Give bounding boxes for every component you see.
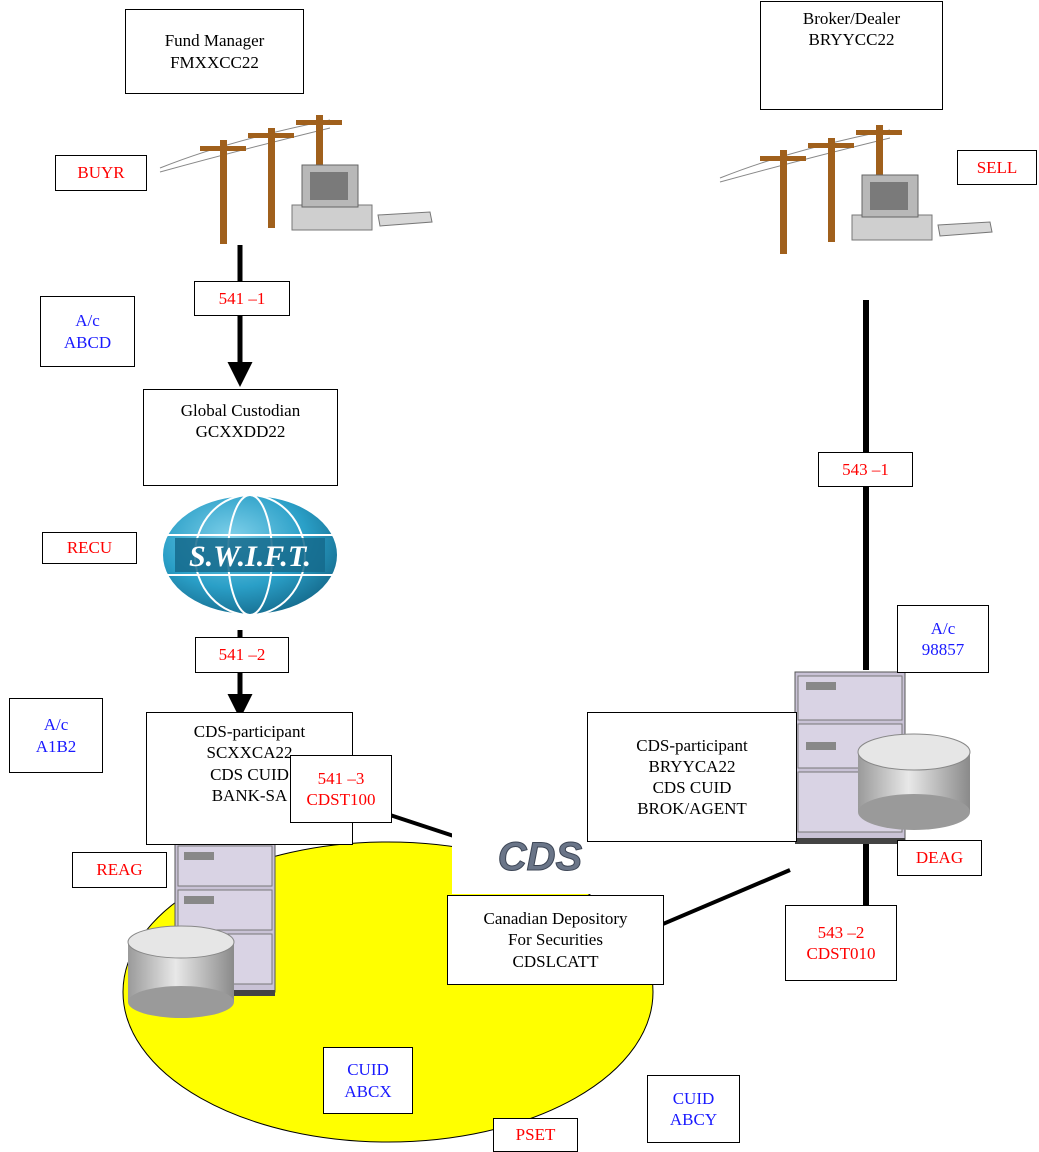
server-icon-right <box>795 672 970 844</box>
message-541-3-ref: CDST100 <box>307 789 376 810</box>
cuid-abcy-label: CUID <box>673 1088 715 1109</box>
cds-participant-right-bic: BRYYCA22 <box>649 756 736 777</box>
broker-dealer-box: Broker/Dealer BRYYCC22 <box>760 1 943 110</box>
depository-box: Canadian Depository For Securities CDSLC… <box>447 895 664 985</box>
message-543-1: 543 –1 <box>818 452 913 487</box>
qualifier-sell-text: SELL <box>977 157 1018 178</box>
account-a1b2-label: A/c <box>44 714 69 735</box>
qualifier-buyr: BUYR <box>55 155 147 191</box>
swift-logo-icon: S.W.I.F.T. <box>162 495 338 615</box>
account-98857-label: A/c <box>931 618 956 639</box>
message-541-1-text: 541 –1 <box>219 288 266 309</box>
message-541-2: 541 –2 <box>195 637 289 673</box>
message-541-2-text: 541 –2 <box>219 644 266 665</box>
cds-participant-left-title: CDS-participant <box>194 721 305 742</box>
account-a1b2-value: A1B2 <box>36 736 77 757</box>
account-98857: A/c 98857 <box>897 605 989 673</box>
broker-dealer-title: Broker/Dealer <box>803 8 900 29</box>
message-543-1-text: 543 –1 <box>842 459 889 480</box>
account-a1b2: A/c A1B2 <box>9 698 103 773</box>
qualifier-pset: PSET <box>493 1118 578 1152</box>
cuid-abcy-value: ABCY <box>670 1109 717 1130</box>
qualifier-recu: RECU <box>42 532 137 564</box>
global-custodian-bic: GCXXDD22 <box>196 421 286 442</box>
network-terminal-icon-right <box>720 125 992 254</box>
account-abcd: A/c ABCD <box>40 296 135 367</box>
global-custodian-box: Global Custodian GCXXDD22 <box>143 389 338 486</box>
account-98857-value: 98857 <box>922 639 965 660</box>
swift-logo-text: S.W.I.F.T. <box>189 540 311 573</box>
fund-manager-box: Fund Manager FMXXCC22 <box>125 9 304 94</box>
message-543-2-ref: CDST010 <box>807 943 876 964</box>
depository-line2: For Securities <box>508 929 603 950</box>
cuid-abcy: CUID ABCY <box>647 1075 740 1143</box>
account-abcd-label: A/c <box>75 310 100 331</box>
account-abcd-value: ABCD <box>64 332 111 353</box>
qualifier-reag: REAG <box>72 852 167 888</box>
global-custodian-title: Global Custodian <box>181 400 300 421</box>
message-541-3-code: 541 –3 <box>318 768 365 789</box>
qualifier-deag-text: DEAG <box>916 847 963 868</box>
fund-manager-bic: FMXXCC22 <box>170 52 259 73</box>
cds-participant-right-cuid-label: CDS CUID <box>653 777 732 798</box>
cuid-abcx-value: ABCX <box>344 1081 391 1102</box>
fund-manager-title: Fund Manager <box>165 30 265 51</box>
message-541-1: 541 –1 <box>194 281 290 316</box>
cds-participant-left-bic: SCXXCA22 <box>207 742 293 763</box>
broker-dealer-bic: BRYYCC22 <box>809 29 895 50</box>
cuid-abcx: CUID ABCX <box>323 1047 413 1114</box>
qualifier-buyr-text: BUYR <box>77 162 124 183</box>
qualifier-deag: DEAG <box>897 840 982 876</box>
cds-participant-right-cuid: BROK/AGENT <box>637 798 747 819</box>
message-541-3: 541 –3 CDST100 <box>290 755 392 823</box>
qualifier-reag-text: REAG <box>96 859 142 880</box>
message-543-2-code: 543 –2 <box>818 922 865 943</box>
cuid-abcx-label: CUID <box>347 1059 389 1080</box>
depository-line1: Canadian Depository <box>484 908 628 929</box>
cds-participant-right-box: CDS-participant BRYYCA22 CDS CUID BROK/A… <box>587 712 797 842</box>
qualifier-sell: SELL <box>957 150 1037 185</box>
cds-logo-text: CDS <box>498 835 583 879</box>
network-terminal-icon-left <box>160 115 432 244</box>
cds-participant-left-cuid-label: CDS CUID <box>210 764 289 785</box>
qualifier-pset-text: PSET <box>516 1124 556 1145</box>
qualifier-recu-text: RECU <box>67 537 112 558</box>
cds-participant-right-title: CDS-participant <box>636 735 747 756</box>
message-543-2: 543 –2 CDST010 <box>785 905 897 981</box>
cds-participant-left-cuid: BANK-SA <box>212 785 288 806</box>
depository-bic: CDSLCATT <box>513 951 599 972</box>
